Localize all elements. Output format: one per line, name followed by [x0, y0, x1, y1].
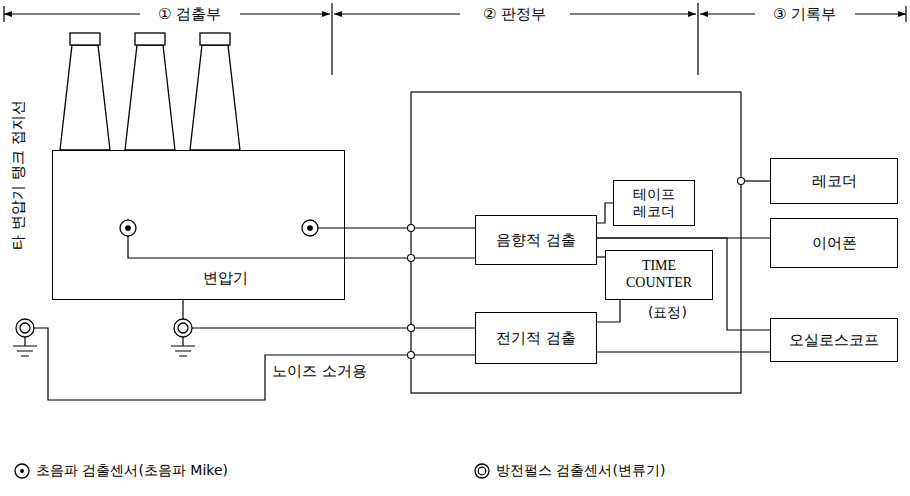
transformer-tank: 변압기	[52, 150, 345, 300]
arrowhead	[700, 11, 708, 17]
section-title: ③ 기록부	[769, 5, 840, 23]
arrowhead	[334, 11, 342, 17]
bushing-cap	[135, 33, 165, 45]
connector-wire	[597, 238, 770, 330]
connector-wire	[597, 203, 613, 223]
box-label: 테이프 레코더	[620, 186, 688, 220]
legend-text: 방전펄스 검출센서(변류기)	[496, 462, 665, 479]
ground-symbol	[13, 337, 37, 356]
recorder-wire	[744, 180, 770, 181]
sensor-symbol	[475, 464, 489, 478]
earphone-box: 이어폰	[770, 218, 898, 268]
signal-wire	[128, 236, 475, 258]
sensors	[16, 220, 318, 337]
terminal	[408, 325, 415, 332]
ultrasonic-sensor	[302, 220, 318, 236]
box-label: TIME COUNTER	[612, 258, 706, 292]
bushing	[125, 45, 175, 150]
legend-sample	[472, 461, 492, 481]
arrowhead	[898, 11, 906, 17]
acoustic-detector-box: 음향적 검출	[475, 215, 597, 265]
box-label: 이어폰	[812, 234, 857, 252]
oscilloscope-box: 오실로스코프	[770, 318, 898, 362]
sensor-symbol-inner	[478, 467, 486, 475]
box-label: 전기적 검출	[496, 329, 576, 347]
junction-terminals	[408, 178, 745, 359]
sensor-symbol-inner	[20, 469, 24, 473]
noise-cancel-wire	[34, 328, 475, 400]
sensor-wires	[13, 181, 770, 400]
current-transformer-sensor-inner	[178, 323, 188, 333]
signal-wire	[318, 227, 475, 228]
noise-cancel-note: 노이즈 소거용	[272, 362, 367, 380]
ultrasonic-sensor	[120, 220, 136, 236]
ground-wire-note: 타 변압기 탱크 접지선	[9, 100, 27, 249]
arrowhead	[688, 11, 696, 17]
box-label: 음향적 검출	[496, 231, 576, 249]
section-divider	[331, 3, 332, 75]
section-divider	[697, 3, 698, 75]
section-title: ① 검출부	[154, 5, 225, 23]
current-transformer-sensor-inner	[20, 323, 30, 333]
note-label: (표정)	[648, 304, 687, 321]
current-transformer-sensor	[174, 319, 192, 337]
box-label: 변압기	[203, 269, 248, 287]
dimension-line	[570, 13, 696, 14]
legend-text: 초음파 검출센서(초음파 Mike)	[36, 462, 228, 479]
ground-symbol	[171, 337, 195, 356]
time-counter-box: TIME COUNTER	[605, 250, 713, 300]
electric-detector-box: 전기적 검출	[475, 312, 597, 364]
current-transformer-sensor	[16, 319, 34, 337]
connector-wire	[597, 300, 620, 322]
dimension-line	[334, 13, 460, 14]
bushing-cap	[70, 33, 100, 45]
terminal	[738, 178, 745, 185]
connector-wire	[597, 256, 605, 257]
dimension-line	[700, 13, 755, 14]
ultrasonic-sensor-dot	[308, 226, 312, 230]
signal-wire	[192, 327, 475, 328]
connector-wire	[597, 351, 770, 352]
terminal	[408, 255, 415, 262]
ground-wire	[182, 300, 183, 319]
section-title: ② 판정부	[479, 5, 550, 23]
box-label: 오실로스코프	[789, 331, 879, 349]
judgement-frame	[411, 92, 741, 393]
legend-sample	[12, 461, 32, 481]
arrowhead	[322, 11, 330, 17]
recorder-box: 레코더	[770, 158, 898, 204]
ultrasonic-sensor-dot	[126, 226, 130, 230]
transformer-bushings	[60, 33, 240, 150]
bushing	[190, 45, 240, 150]
terminal	[408, 225, 415, 232]
arrowhead	[4, 11, 12, 17]
dimension-line	[240, 13, 330, 14]
bushing	[60, 45, 110, 150]
terminal	[408, 352, 415, 359]
box-label: 레코더	[812, 172, 857, 190]
tape-recorder-box: 테이프 레코더	[613, 180, 695, 226]
dimension-line	[4, 13, 140, 14]
sensor-symbol	[15, 464, 29, 478]
bushing-cap	[200, 33, 230, 45]
